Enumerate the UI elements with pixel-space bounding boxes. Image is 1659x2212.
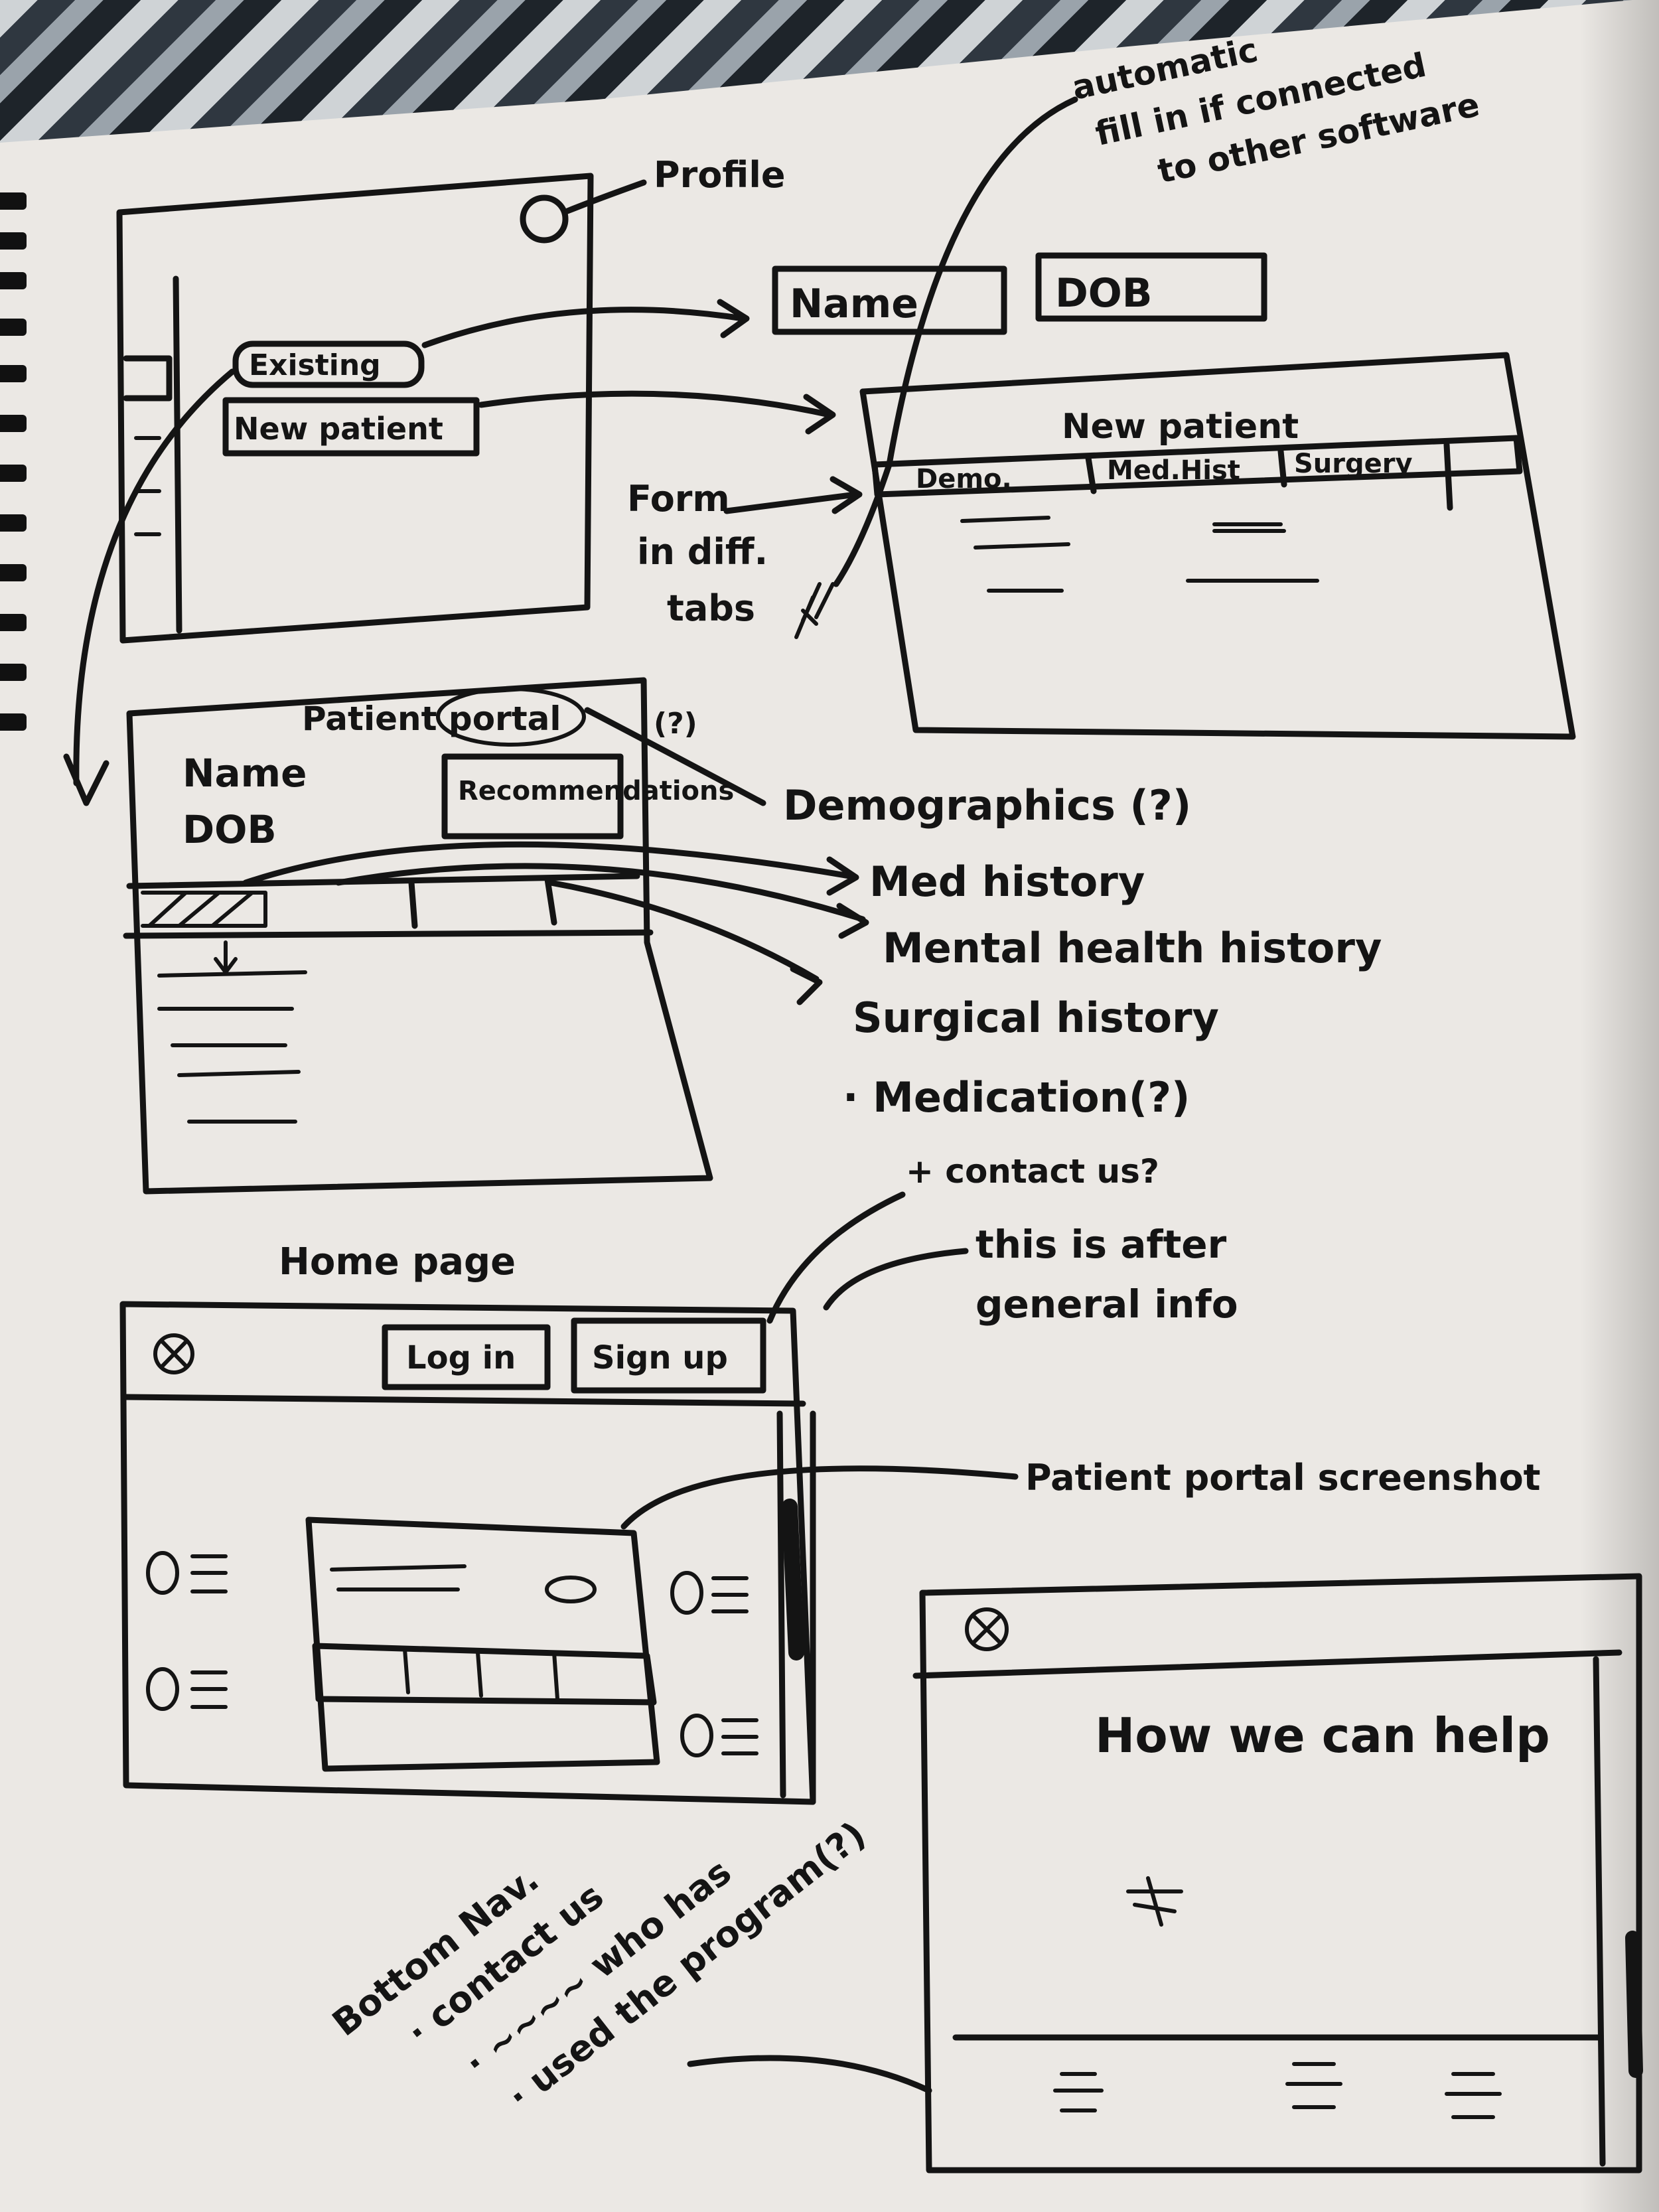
page-shadow [1579, 0, 1659, 2212]
note-med-history: Med history [869, 857, 1145, 906]
recommendations-button[interactable] [441, 753, 624, 840]
note-medication: · Medication(?) [843, 1073, 1190, 1122]
spiral-ring [0, 465, 27, 482]
sketch-search-fields: Name DOB [772, 252, 1267, 335]
note-surgical: Surgical history [853, 994, 1219, 1042]
spiral-ring [0, 713, 27, 731]
spiral-ring [0, 319, 27, 336]
feature-item [670, 1571, 749, 1615]
portal-question: (?) [654, 707, 697, 741]
existing-button[interactable] [232, 340, 425, 388]
feature-item [146, 1551, 228, 1595]
sketch-new-patient-form: New patient Demo. Med.Hist Surgery [859, 352, 1576, 740]
spiral-ring [0, 664, 27, 681]
sketch-patient-portal: Patient portal (?) Name DOB Recommendati… [123, 677, 734, 1195]
profile-avatar-icon [520, 194, 569, 244]
arrow-med-history [242, 841, 853, 886]
tab-med-hist[interactable]: Med.Hist [1107, 455, 1240, 486]
new-patient-title: New patient [1062, 407, 1299, 447]
note-portal-screenshot: Patient portal screenshot [1025, 1457, 1541, 1499]
login-label: Log in [406, 1339, 516, 1376]
signup-button[interactable] [571, 1317, 766, 1394]
portal-dob: DOB [182, 807, 277, 852]
name-field-label: Name [790, 281, 918, 327]
recommendations-label: Recommendations [458, 776, 734, 806]
sketch-profile-screen: Profile Existing New patient [116, 154, 785, 644]
portal-title: Patient portal [302, 700, 561, 738]
feature-item [146, 1667, 228, 1711]
existing-label: Existing [249, 348, 381, 382]
scribble-icon [1126, 1876, 1183, 1927]
sketch-home-page: Log in Sign up [119, 1301, 816, 1805]
spiral-ring [0, 232, 27, 250]
spiral-ring [0, 365, 27, 382]
arrow-new-patient [478, 390, 833, 418]
spiral-ring [0, 514, 27, 532]
note-demographics: Demographics (?) [783, 781, 1191, 830]
note-mental-health: Mental health history [883, 924, 1382, 972]
note-form-tabs: Form in diff. tabs [627, 478, 780, 629]
portal-screenshot-preview [305, 1516, 660, 1772]
spiral-ring [0, 564, 27, 581]
home-close-icon[interactable] [153, 1333, 194, 1374]
dob-field-label: DOB [1055, 270, 1153, 317]
help-heading: How we can help [1095, 1708, 1550, 1763]
note-profile: Profile [654, 154, 785, 196]
arrow-surgical [547, 879, 820, 982]
arrow-existing [421, 307, 747, 348]
note-after-info: this is after general info [975, 1222, 1240, 1327]
arrow-autofill [833, 96, 1078, 587]
arrow-portal-screenshot [620, 1465, 1019, 1530]
spiral-ring [0, 272, 27, 289]
arrow-existing-to-portal [73, 368, 236, 786]
arrow-bottom-nav [687, 2055, 932, 2094]
note-bottom-nav: Bottom Nav. · contact us · ~~~~ who has … [325, 1682, 873, 2175]
login-button[interactable] [382, 1324, 551, 1390]
new-patient-button[interactable] [222, 397, 480, 457]
note-contact-q: + contact us? [906, 1152, 1159, 1191]
sketch-help-page: How we can help [912, 1573, 1643, 2174]
note-home-page: Home page [279, 1240, 516, 1284]
help-close-icon[interactable] [965, 1607, 1009, 1651]
spiral-ring [0, 415, 27, 432]
tab-surgery[interactable]: Surgery [1294, 449, 1413, 479]
arrow-demographics [584, 707, 766, 806]
arrow-contact [766, 1191, 906, 1324]
arrow-mental-health [335, 863, 866, 922]
dob-field[interactable] [1035, 252, 1267, 322]
name-field[interactable] [772, 265, 1007, 335]
note-autofill: automatic fill in if connected to other … [1068, 0, 1482, 204]
portal-name: Name [182, 751, 307, 796]
signup-label: Sign up [592, 1339, 728, 1376]
tab-demo[interactable]: Demo. [916, 464, 1012, 494]
spiral-ring [0, 614, 27, 631]
feature-item [680, 1714, 758, 1757]
spiral-ring [0, 192, 27, 210]
new-patient-label: New patient [234, 411, 443, 447]
